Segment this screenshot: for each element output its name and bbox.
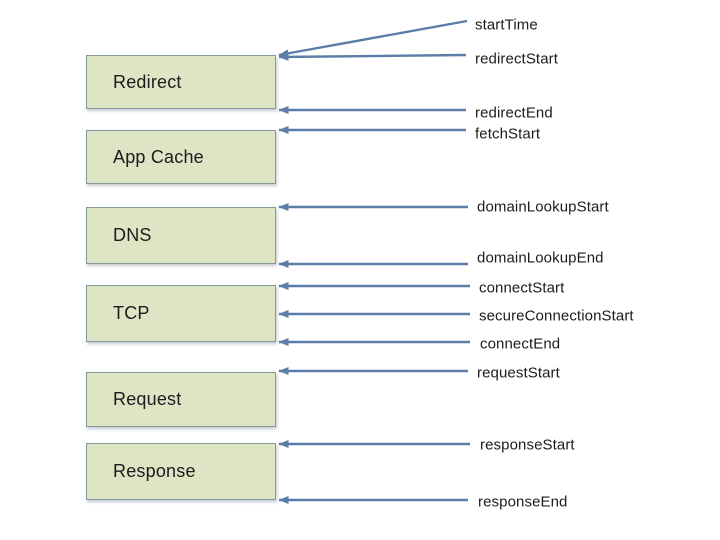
- event-label-connectStart: connectStart: [479, 279, 565, 297]
- phase-label: Response: [113, 461, 196, 481]
- event-label-redirectStart: redirectStart: [475, 50, 558, 68]
- event-label-fetchStart: fetchStart: [475, 125, 541, 143]
- event-label-startTime: startTime: [475, 16, 538, 34]
- event-label-responseStart: responseStart: [480, 436, 575, 454]
- event-label-connectEnd: connectEnd: [480, 335, 561, 353]
- phase-box-request: Request: [86, 372, 276, 427]
- phase-box-dns: DNS: [86, 207, 276, 264]
- event-label-secureConnectionStart: secureConnectionStart: [479, 307, 634, 325]
- phase-label: App Cache: [113, 146, 204, 167]
- phase-label: Request: [113, 389, 182, 409]
- arrow-startTime: [278, 19, 468, 58]
- arrow-redirectStart: [278, 52, 467, 61]
- event-label-domainLookupEnd: domainLookupEnd: [477, 249, 604, 267]
- event-label-domainLookupStart: domainLookupStart: [477, 198, 609, 216]
- event-label-redirectEnd: redirectEnd: [475, 104, 553, 122]
- event-label-responseEnd: responseEnd: [478, 493, 568, 511]
- phase-box-app-cache: App Cache: [86, 130, 276, 184]
- phase-label: Redirect: [113, 71, 182, 92]
- phase-label: DNS: [113, 225, 152, 245]
- phase-box-redirect: Redirect: [86, 55, 276, 109]
- phase-box-response: Response: [86, 443, 276, 500]
- event-label-requestStart: requestStart: [477, 364, 560, 382]
- phase-label: TCP: [113, 303, 150, 323]
- phase-box-tcp: TCP: [86, 285, 276, 342]
